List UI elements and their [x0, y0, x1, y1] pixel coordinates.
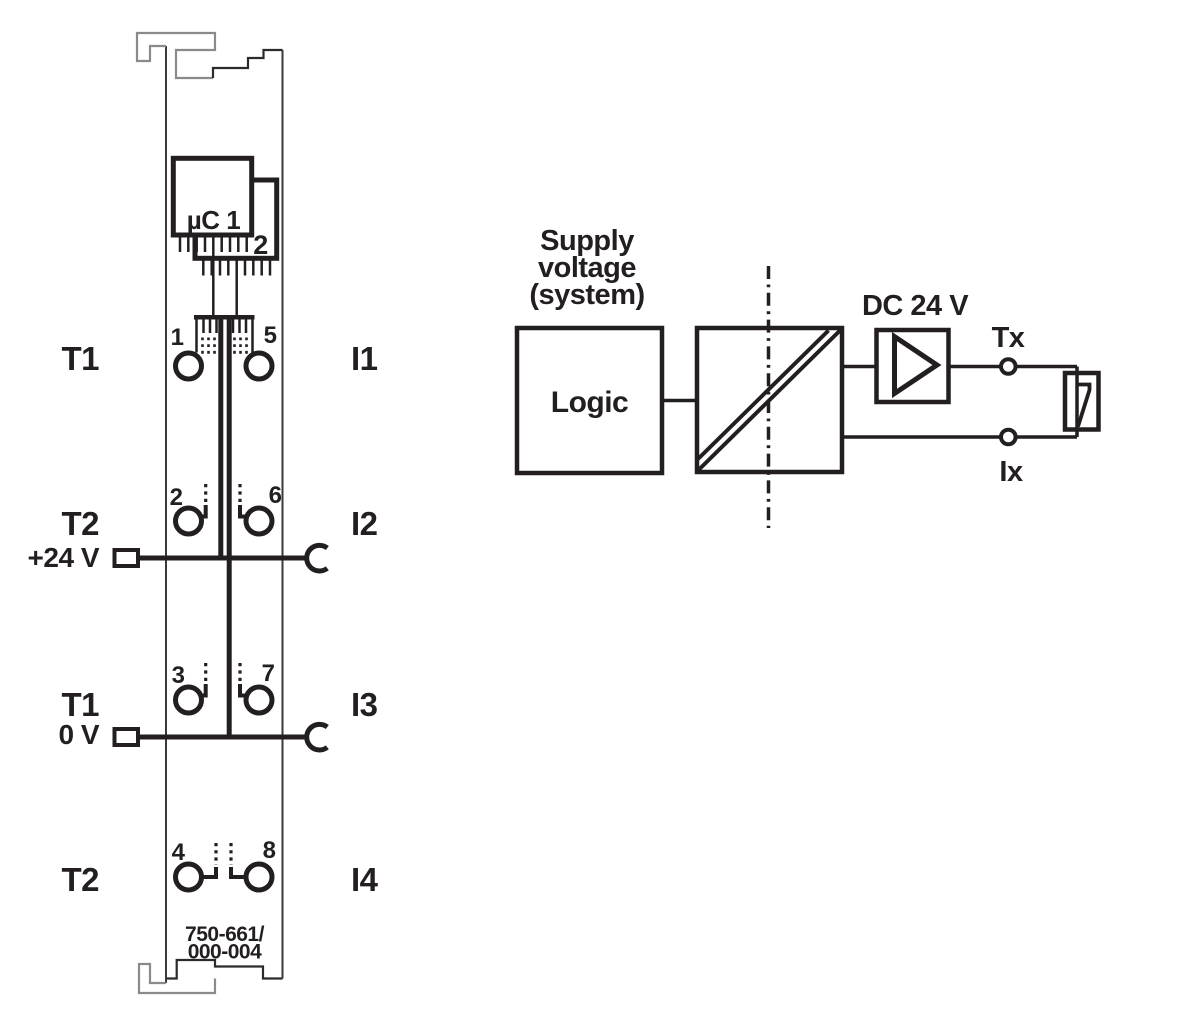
contact-number-2: 2	[170, 484, 183, 511]
label-i3: I3	[351, 686, 378, 723]
isolation-diagonal-2	[696, 329, 830, 461]
label-i4: I4	[351, 861, 379, 898]
connector-comb	[194, 315, 255, 357]
supply-label-line1: Supply	[540, 225, 634, 257]
spring-contact-24v	[304, 542, 329, 574]
part-number: 750-661/ 000-004	[185, 923, 265, 964]
contact-8	[243, 861, 275, 893]
supply-label-line3: (system)	[529, 279, 644, 311]
contact-2	[173, 505, 204, 537]
spring-contact-0v	[304, 721, 329, 753]
rail-24v	[112, 542, 329, 574]
logic-label: Logic	[551, 386, 629, 419]
label-i1: I1	[351, 340, 378, 377]
comb-teeth	[195, 319, 254, 353]
label-t1-row1: T1	[61, 340, 99, 377]
label-0v: 0 V	[58, 719, 99, 750]
rail-0v	[112, 721, 329, 753]
sensor-switch-contact-icon	[1076, 382, 1092, 428]
sensor-box	[1062, 370, 1101, 432]
supply-label-line2: voltage	[538, 252, 636, 284]
ix-terminal	[999, 427, 1018, 447]
contact-numbers: 1 5 2 6 3 7 4 8	[170, 322, 283, 866]
uc1-label: µC 1	[187, 205, 240, 235]
comb-bar	[194, 315, 255, 320]
comb-dot-grid	[201, 337, 248, 357]
block-diagram: Supply voltage (system) Logic DC 24 V Tx…	[514, 225, 1101, 528]
amplifier-triangle-icon	[892, 331, 942, 399]
uc1-chip-box	[170, 155, 255, 238]
ix-label: Ix	[999, 456, 1023, 488]
module-bottom-step-outline	[166, 958, 283, 980]
module-top-latch-outline	[135, 31, 217, 80]
contact-number-4: 4	[172, 839, 186, 866]
uc2-label: 2	[253, 230, 268, 260]
plug-contact-24v	[112, 548, 140, 568]
uc1-chip-pins	[178, 235, 248, 252]
contact-7	[243, 684, 275, 716]
terminal-labels: T1 I1 T2 +24 V I2 T1 0 V I3 T2 I4	[28, 340, 380, 898]
contact-3	[173, 684, 204, 716]
module-top-step-outline	[211, 48, 283, 78]
label-i2: I2	[351, 505, 378, 542]
part-number-line1: 750-661/	[185, 923, 265, 946]
contact-4-link	[201, 867, 218, 879]
contact-number-3: 3	[172, 662, 185, 689]
contact-4	[173, 861, 204, 893]
module-bottom-foot-outline	[137, 962, 217, 995]
plug-contact-0v	[112, 727, 140, 747]
contact-number-6: 6	[269, 482, 282, 509]
tx-label: Tx	[992, 322, 1025, 354]
module-case	[135, 31, 284, 995]
part-number-line2: 000-004	[188, 941, 262, 964]
contact-links	[199, 484, 248, 879]
terminal-contacts	[173, 350, 275, 893]
label-plus24v: +24 V	[28, 542, 100, 573]
contact-1	[173, 350, 204, 382]
contact-6	[243, 505, 275, 537]
microcontroller-block: µC 1 2	[170, 155, 280, 317]
label-t2-row4: T2	[61, 861, 99, 898]
logic-box	[514, 325, 665, 476]
contact-8-link	[229, 867, 247, 879]
dc24v-label: DC 24 V	[862, 290, 969, 322]
contact-number-8: 8	[263, 837, 276, 864]
contact-5	[243, 350, 275, 382]
tx-terminal	[999, 357, 1018, 376]
uc2-chip-pins	[202, 258, 272, 276]
contact-number-5: 5	[264, 322, 277, 349]
label-t1-row3: T1	[61, 686, 99, 723]
contact-number-7: 7	[262, 660, 275, 687]
contact-number-1: 1	[171, 324, 184, 351]
label-t2-row2: T2	[61, 505, 99, 542]
